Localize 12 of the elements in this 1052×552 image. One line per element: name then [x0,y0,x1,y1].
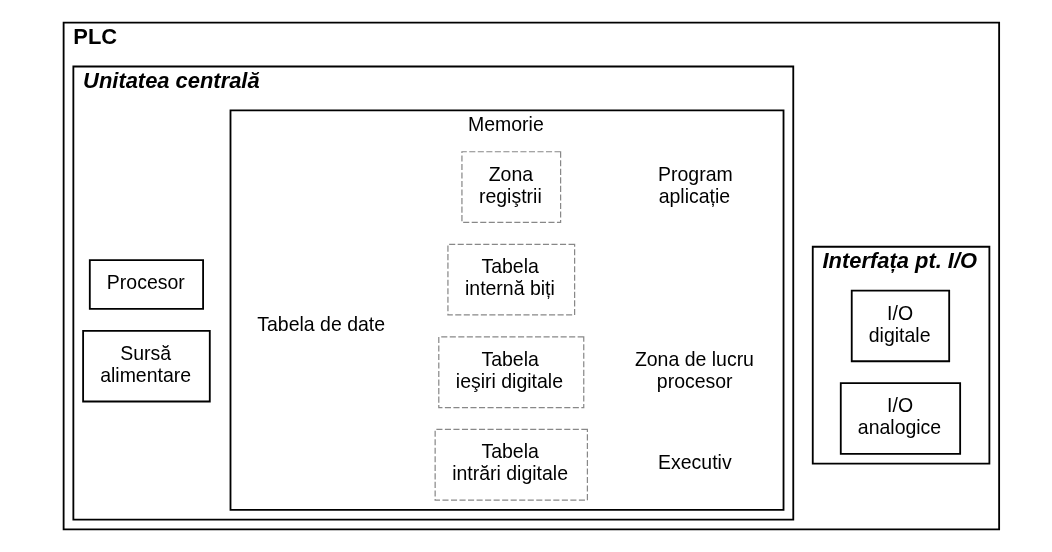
node-box: Tabela ieşiri digitale [437,336,584,409]
node-text: Program aplicație [657,162,733,207]
node-box: Sursă alimentare [81,329,211,403]
node-box: I/O digitale [850,289,950,363]
node-box: I/O analogice [839,382,961,455]
label: Tabela de date [256,312,385,335]
node-text: Executiv [657,451,732,474]
node-box: Zona regiştrii [460,151,561,223]
node-box: Tabela internă biți [446,243,575,316]
node-box: Procesor [88,259,204,310]
node-box: Tabela intrări digitale [434,428,588,501]
node-text: Zona de lucru procesor [634,347,754,392]
